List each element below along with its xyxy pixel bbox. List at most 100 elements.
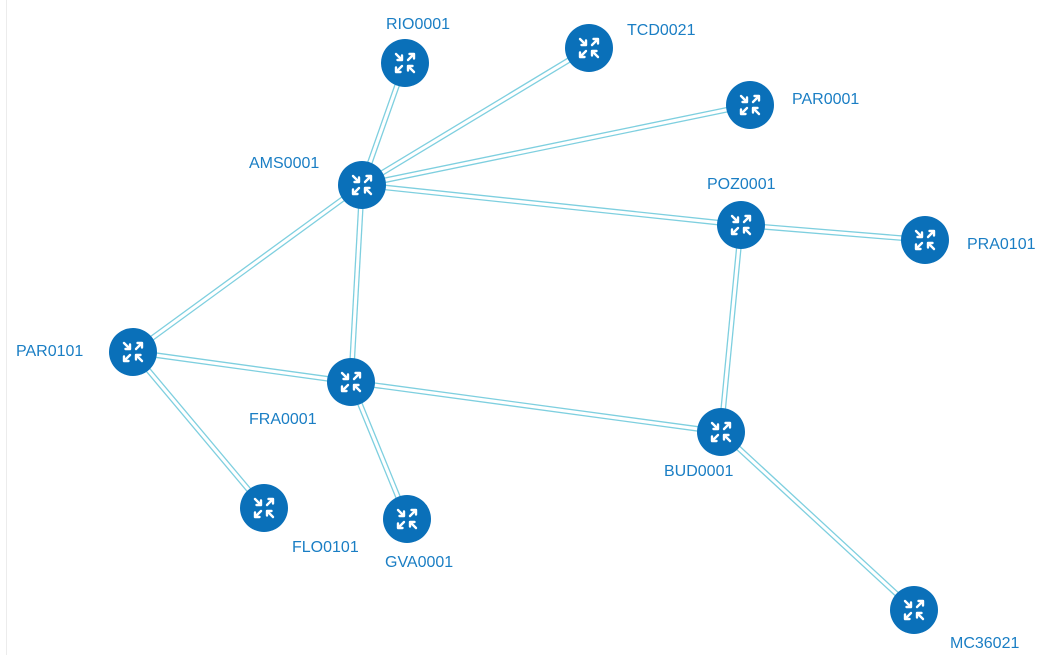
router-arrow [351,174,361,184]
link-line [362,106,751,188]
node-flo0101[interactable] [240,484,288,532]
router-arrow [722,433,732,443]
link-par0101-flo0101[interactable] [130,350,267,510]
node-pra0101[interactable] [901,216,949,264]
router-arrow [578,49,588,59]
router-arrow [394,52,404,62]
router-icon[interactable] [697,408,745,456]
link-ams0001-par0001[interactable] [361,102,751,188]
node-label-tcd0021: TCD0021 [627,22,696,39]
link-line [131,182,362,351]
link-line [352,380,410,519]
link-par0101-fra0001[interactable] [132,349,352,385]
link-line [133,349,352,381]
node-mc36021[interactable] [890,586,938,634]
node-gva0001[interactable] [383,495,431,543]
router-arrows-icon [730,214,752,236]
router-arrows-icon [578,37,600,59]
router-arrow [739,94,749,104]
link-poz0001-bud0001[interactable] [718,224,744,433]
router-icon[interactable] [327,358,375,406]
router-icon[interactable] [383,495,431,543]
router-arrow [730,226,740,236]
link-line [133,186,364,355]
router-arrow [363,186,373,196]
router-arrows-icon [914,229,936,251]
node-label-pra0101: PRA0101 [967,236,1036,253]
link-poz0001-pra0101[interactable] [740,222,926,243]
router-arrow [915,599,925,609]
router-arrow [926,229,936,239]
router-arrow [406,52,416,62]
link-fra0001-bud0001[interactable] [350,379,722,435]
link-line [134,350,267,508]
router-icon[interactable] [240,484,288,532]
router-arrows-icon [351,174,373,196]
node-bud0001[interactable] [697,408,745,456]
link-ams0001-poz0001[interactable] [361,182,742,228]
router-arrow [742,226,752,236]
link-line [361,102,750,184]
link-line [362,182,742,224]
router-icon[interactable] [338,161,386,209]
link-line [362,49,591,188]
link-line [360,45,589,184]
router-arrow [915,611,925,621]
router-arrow [914,241,924,251]
router-icon[interactable] [109,328,157,376]
router-arrows-icon [340,371,362,393]
router-arrow [751,94,761,104]
router-arrows-icon [122,341,144,363]
router-arrow [396,520,406,530]
router-icon[interactable] [901,216,949,264]
router-arrow [710,433,720,443]
node-fra0001[interactable] [327,358,375,406]
link-bud0001-mc36021[interactable] [719,429,916,613]
router-arrow [722,421,732,431]
router-icon[interactable] [717,201,765,249]
links-layer [130,45,926,613]
router-arrows-icon [903,599,925,621]
router-arrow [590,49,600,59]
router-arrow [253,509,263,519]
router-arrow [742,214,752,224]
node-ams0001[interactable] [338,161,386,209]
router-arrow [352,383,362,393]
router-icon[interactable] [890,586,938,634]
canvas-border [6,0,7,655]
link-ams0001-tcd0021[interactable] [360,45,591,188]
router-icon[interactable] [726,81,774,129]
node-tcd0021[interactable] [565,24,613,72]
node-label-fra0001: FRA0001 [249,411,317,428]
node-label-bud0001: BUD0001 [664,463,733,480]
router-arrow [751,106,761,116]
router-arrows-icon [710,421,732,443]
link-ams0001-par0101[interactable] [131,182,364,355]
node-label-par0101: PAR0101 [16,343,83,360]
router-icon[interactable] [565,24,613,72]
router-icon[interactable] [381,39,429,87]
link-line [718,224,740,432]
router-arrow [578,37,588,47]
router-arrow [122,353,132,363]
node-poz0001[interactable] [717,201,765,249]
link-line [130,352,263,510]
node-label-flo0101: FLO0101 [292,539,359,556]
router-arrow [340,383,350,393]
node-rio0001[interactable] [381,39,429,87]
link-line [741,222,926,239]
router-arrow [352,371,362,381]
node-label-rio0001: RIO0001 [386,16,450,33]
link-fra0001-gva0001[interactable] [348,380,410,521]
node-label-mc36021: MC36021 [950,635,1019,652]
node-label-ams0001: AMS0001 [249,155,319,172]
node-par0101[interactable] [109,328,157,376]
link-ams0001-fra0001[interactable] [348,184,365,383]
node-par0001[interactable] [726,81,774,129]
router-arrows-icon [739,94,761,116]
node-label-gva0001: GVA0001 [385,554,453,571]
router-arrow [394,64,404,74]
